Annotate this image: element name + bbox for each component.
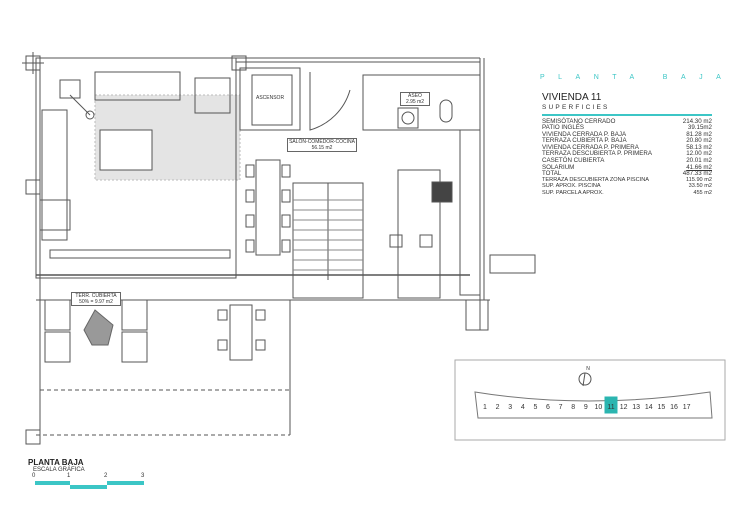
unit-name: VIVIENDA 11: [542, 92, 602, 103]
section-title: SUPERFICIES: [542, 104, 610, 111]
coffee-table: [99, 129, 153, 171]
site-plan-unit: 15: [657, 404, 666, 411]
site-plan-unit: 2: [495, 404, 500, 411]
site-plan-unit: 13: [632, 404, 641, 411]
chair: [39, 199, 71, 231]
site-plan-frame: [454, 359, 726, 441]
tv-unit: [49, 249, 231, 259]
kitchen-island: [397, 169, 441, 299]
divider: [542, 114, 712, 116]
living-walls: [35, 57, 237, 279]
sofa-top: [94, 71, 181, 101]
terrace-table: [83, 309, 114, 346]
plan-title: PLANTA BAJA: [540, 74, 735, 81]
room-label-ascensor: ASCENSOR: [256, 95, 285, 101]
site-plan-unit: 12: [619, 404, 628, 411]
footer-title: PLANTA BAJA: [28, 458, 84, 467]
site-plan-unit: 8: [571, 404, 576, 411]
scale-tick: 1: [67, 473, 71, 479]
scale-tick: 0: [32, 473, 36, 479]
hob: [431, 181, 453, 203]
site-plan-unit: 5: [533, 404, 538, 411]
site-plan-unit: 10: [594, 404, 603, 411]
elevator: [251, 74, 293, 126]
site-plan-unit: 7: [558, 404, 563, 411]
site-plan-unit: 14: [644, 404, 653, 411]
site-plan-unit: 3: [508, 404, 513, 411]
sofa-left: [41, 109, 68, 241]
site-plan-unit: 9: [583, 404, 588, 411]
site-plan-unit: 16: [670, 404, 678, 411]
armchair: [194, 77, 231, 114]
area-row: SUP. PARCELA APROX.455 m2: [542, 189, 712, 196]
terrace-dining-table: [229, 304, 253, 361]
site-plan-unit: 11: [607, 404, 615, 411]
site-plan-unit: 4: [520, 404, 525, 411]
scale-tick: 2: [104, 473, 108, 479]
dining-table: [255, 159, 281, 256]
scale-tick: 3: [141, 473, 145, 479]
scale-label: ESCALA GRÁFICA: [33, 467, 85, 473]
site-plan-unit: 17: [682, 404, 691, 411]
north-label: N: [586, 366, 590, 372]
unit-11-highlight: [604, 396, 618, 414]
site-plan-unit: 1: [483, 404, 487, 411]
kitchen-counter: [459, 129, 481, 296]
site-plan-unit: 6: [546, 404, 550, 411]
aseo: [362, 74, 481, 131]
